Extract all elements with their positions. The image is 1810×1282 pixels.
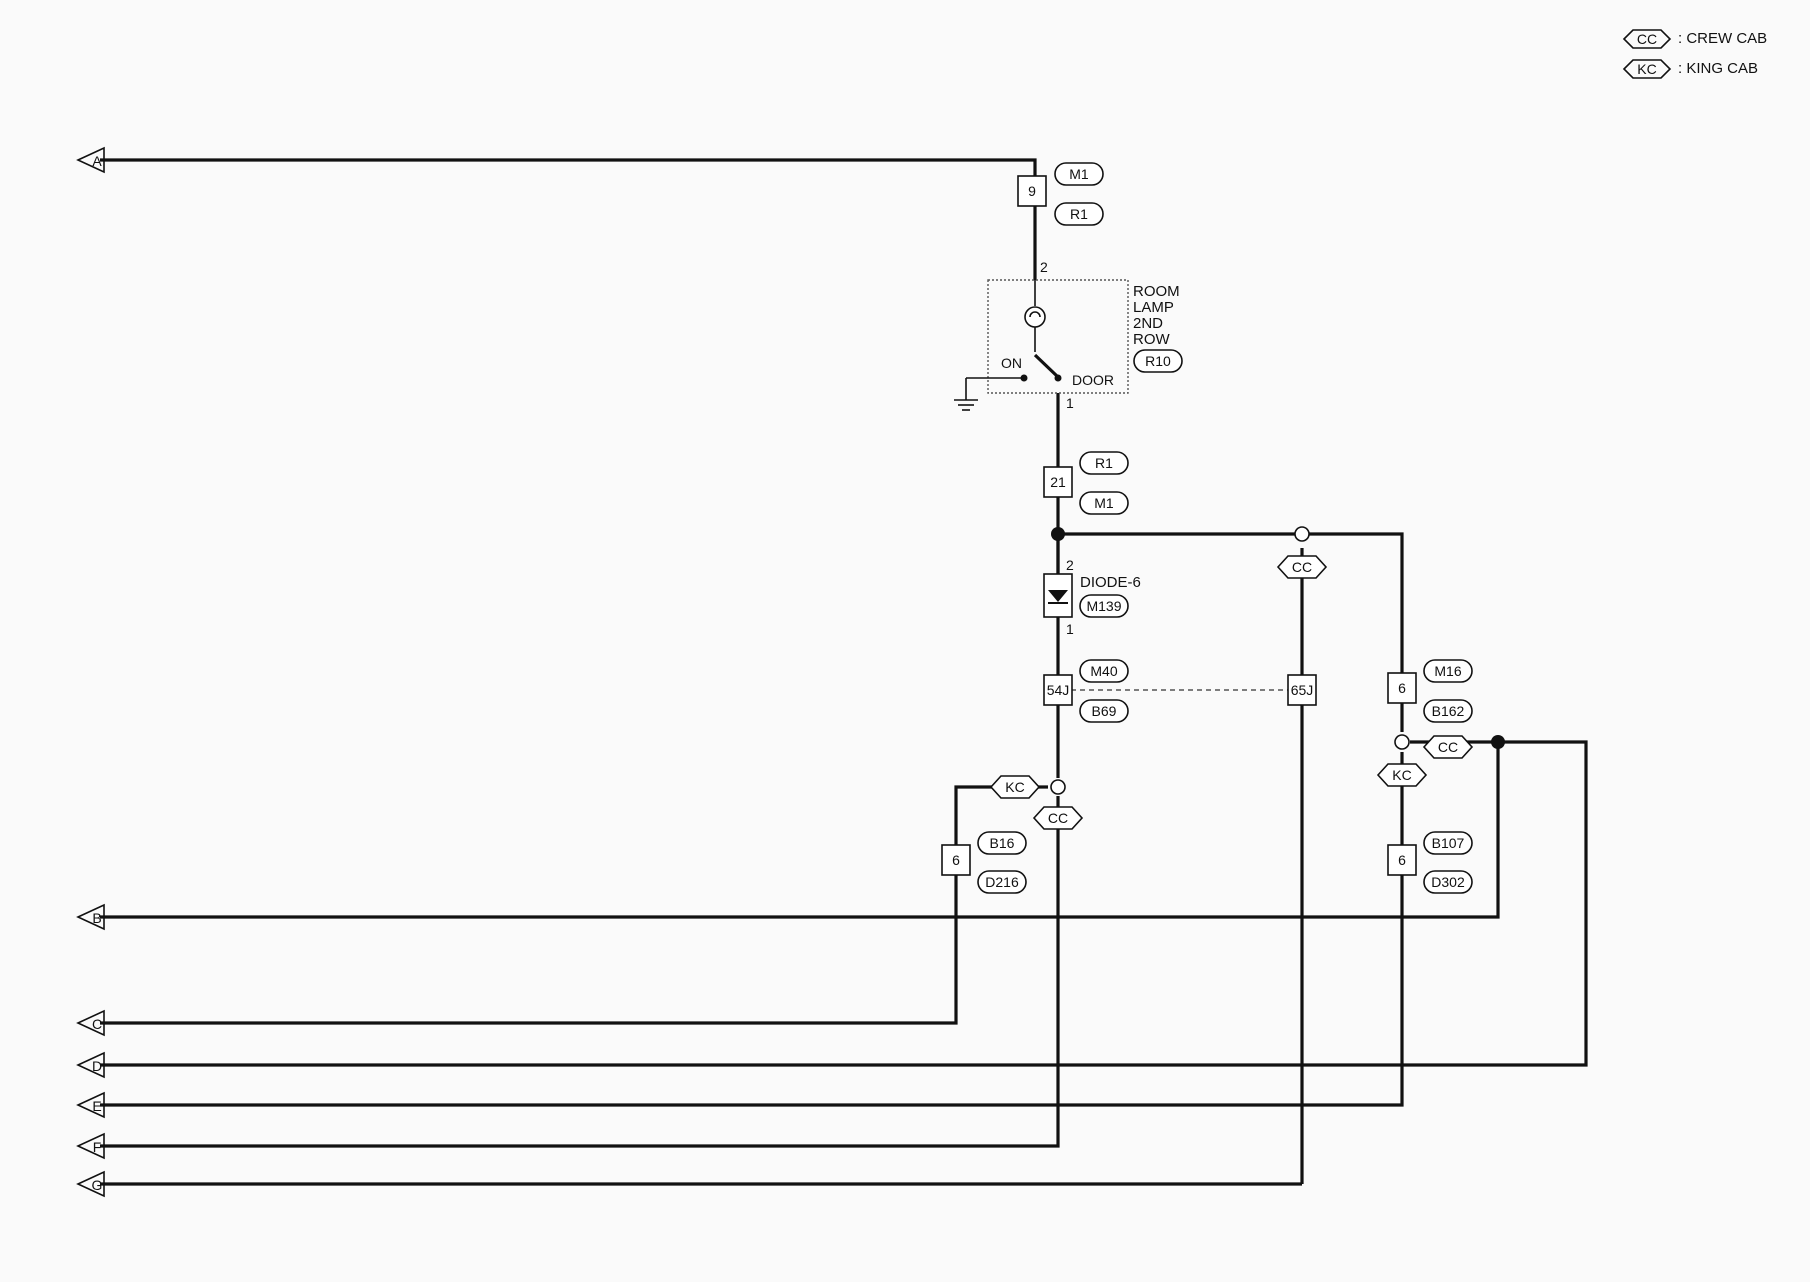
legend-kc-text: : KING CAB <box>1678 60 1758 77</box>
wire-b <box>100 742 1500 919</box>
svg-text:B16: B16 <box>990 835 1015 851</box>
svg-text:65J: 65J <box>1291 682 1314 698</box>
connector-mid: 21 R1 M1 <box>1043 451 1129 515</box>
svg-text:C: C <box>92 1016 102 1032</box>
svg-text:R10: R10 <box>1145 353 1171 369</box>
tag-cc-top: CC <box>1276 555 1328 579</box>
arrow-b: B <box>76 903 105 931</box>
svg-text:CC: CC <box>1438 739 1458 755</box>
svg-text:LAMP: LAMP <box>1133 299 1174 316</box>
wire-d <box>100 740 1588 1067</box>
svg-text:9: 9 <box>1028 183 1036 199</box>
lamp-pin-bottom: 1 <box>1066 395 1074 411</box>
svg-text:R1: R1 <box>1095 455 1113 471</box>
svg-text:R1: R1 <box>1070 206 1088 222</box>
bulb-icon <box>1024 306 1046 328</box>
svg-text:M16: M16 <box>1434 663 1461 679</box>
switch-lever <box>1033 353 1060 379</box>
svg-text:M139: M139 <box>1086 598 1121 614</box>
svg-text:G: G <box>92 1177 103 1193</box>
svg-text:21: 21 <box>1050 474 1066 490</box>
splice-right <box>1394 734 1410 750</box>
svg-text:CC: CC <box>1292 559 1312 575</box>
svg-text:DIODE-6: DIODE-6 <box>1080 574 1141 591</box>
room-lamp: 2 ON DOOR 1 ROOM LAMP 2ND ROW R10 <box>954 259 1183 411</box>
svg-text:2ND: 2ND <box>1133 315 1163 332</box>
arrow-a: A <box>76 146 105 174</box>
diode: 2 1 DIODE-6 M139 <box>1043 557 1141 637</box>
legend: CC : CREW CAB KC : KING CAB <box>1622 29 1767 79</box>
connector-54j: 54J M40 B69 <box>1043 659 1129 723</box>
svg-text:M1: M1 <box>1094 495 1114 511</box>
svg-text:CC: CC <box>1048 810 1068 826</box>
svg-text:6: 6 <box>952 852 960 868</box>
svg-text:B69: B69 <box>1092 703 1117 719</box>
svg-text:ROOM: ROOM <box>1133 283 1180 300</box>
legend-kc-code: KC <box>1637 61 1656 77</box>
svg-text:E: E <box>92 1098 101 1114</box>
connector-right6: 6 M16 B162 <box>1387 659 1473 723</box>
svg-text:DOOR: DOOR <box>1072 372 1114 388</box>
legend-cc-code: CC <box>1637 31 1657 47</box>
svg-text:B107: B107 <box>1432 835 1465 851</box>
tag-cc-left: CC <box>1032 806 1084 830</box>
svg-text:6: 6 <box>1398 852 1406 868</box>
connector-rightlow6: 6 B107 D302 <box>1387 831 1473 894</box>
svg-text:KC: KC <box>1005 779 1024 795</box>
diode-icon <box>1048 590 1068 602</box>
splice-right-filled <box>1491 735 1505 749</box>
wire-a <box>100 158 1037 176</box>
svg-text:1: 1 <box>1066 621 1074 637</box>
tag-cc-right: CC <box>1422 735 1474 759</box>
svg-text:B162: B162 <box>1432 703 1465 719</box>
svg-text:B: B <box>92 910 101 926</box>
legend-cc-text: : CREW CAB <box>1678 30 1767 47</box>
arrow-e: E <box>76 1091 105 1119</box>
wire-c <box>100 875 958 1025</box>
svg-text:54J: 54J <box>1047 682 1070 698</box>
wire-splice-right <box>1058 532 1404 673</box>
svg-text:ON: ON <box>1001 355 1022 371</box>
svg-text:D: D <box>92 1058 102 1074</box>
splice-main <box>1051 527 1065 541</box>
svg-text:ROW: ROW <box>1133 331 1171 348</box>
arrow-g: G <box>76 1170 105 1198</box>
lamp-box <box>987 279 1129 394</box>
svg-text:6: 6 <box>1398 680 1406 696</box>
legend-kc-tag <box>1622 59 1672 79</box>
lamp-pin-top: 2 <box>1040 259 1048 275</box>
svg-text:D216: D216 <box>985 874 1019 890</box>
svg-text:M1: M1 <box>1069 166 1089 182</box>
connector-left6: 6 B16 D216 <box>941 831 1027 894</box>
svg-text:2: 2 <box>1066 557 1074 573</box>
splice-cc-top <box>1294 526 1310 542</box>
arrow-d: D <box>76 1051 105 1079</box>
wires <box>100 158 1588 1186</box>
connector-65j: 65J <box>1287 674 1317 706</box>
svg-text:D302: D302 <box>1431 874 1465 890</box>
arrows: A B C D E F G <box>76 146 105 1198</box>
svg-text:F: F <box>93 1139 102 1155</box>
svg-text:A: A <box>92 153 102 169</box>
splice-left <box>1050 779 1066 795</box>
wire-f <box>100 796 1060 1148</box>
connector-top: 9 M1 R1 <box>1017 162 1104 226</box>
svg-text:KC: KC <box>1392 767 1411 783</box>
tag-kc-right: KC <box>1376 763 1428 787</box>
wire-e <box>100 875 1404 1107</box>
arrow-c: C <box>76 1009 105 1037</box>
arrow-f: F <box>76 1132 105 1160</box>
tag-kc-left: KC <box>989 775 1041 799</box>
legend-cc-tag <box>1622 29 1672 49</box>
svg-text:M40: M40 <box>1090 663 1117 679</box>
